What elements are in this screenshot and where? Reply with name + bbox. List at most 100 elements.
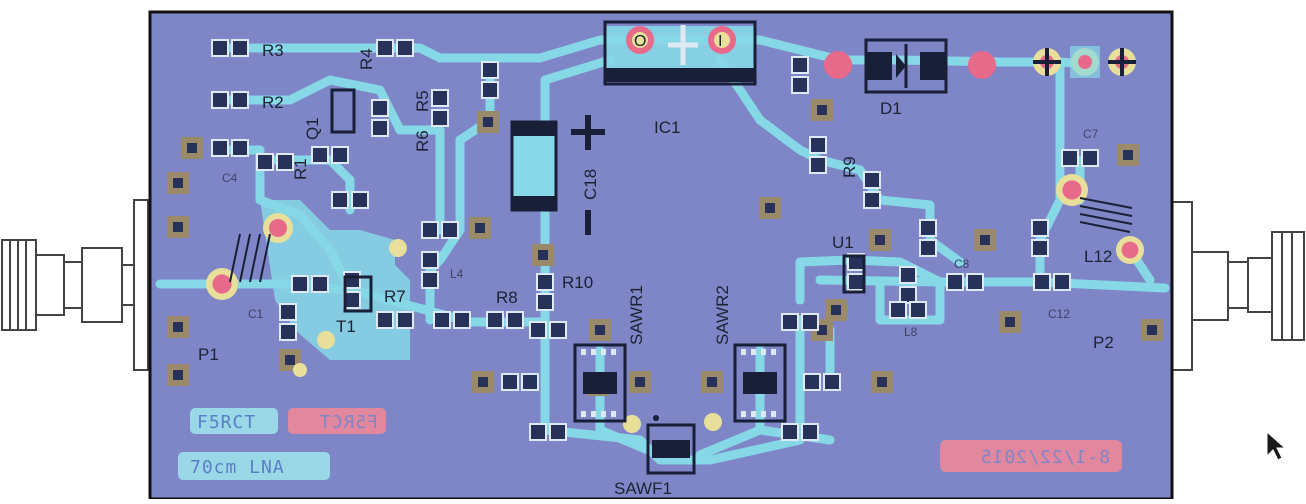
smd-pad [791, 56, 809, 74]
label-ic1: IC1 [654, 118, 680, 137]
ic1-package: O I [603, 20, 757, 86]
smd-pad [1031, 239, 1049, 257]
via [293, 363, 307, 377]
smd-pad [441, 221, 459, 239]
smd-pad [1031, 219, 1049, 237]
smd-pad [211, 91, 229, 109]
label-r10: R10 [562, 273, 593, 292]
label-c18: C18 [581, 169, 600, 200]
through-hole-drill [538, 250, 548, 260]
smd-pad [1053, 273, 1071, 291]
saw-pin [761, 411, 766, 417]
smd-pad [1081, 149, 1099, 167]
smd-pad [276, 153, 294, 171]
via [389, 239, 407, 257]
ground-pour [260, 200, 410, 360]
silk-date-text: 8-1/22/2015 [980, 447, 1110, 468]
smd-pad [453, 311, 471, 329]
saw-pin [771, 411, 776, 417]
saw-pin [751, 349, 756, 355]
via-drill [269, 219, 287, 237]
label-c4: C4 [222, 171, 238, 185]
sawf1-package [646, 415, 696, 475]
label-p1: P1 [198, 345, 219, 364]
smd-pad [279, 323, 297, 341]
smd-pad [946, 273, 964, 291]
smd-pad [351, 191, 369, 209]
through-hole-drill [173, 370, 183, 380]
label-c7: C7 [1083, 127, 1099, 141]
label-q1: Q1 [303, 117, 322, 140]
smd-pad [231, 39, 249, 57]
smd-pad [529, 321, 547, 339]
label-sawr1: SAWR1 [627, 285, 646, 345]
label-r9: R9 [840, 156, 859, 178]
c18-capacitor [510, 115, 605, 235]
smd-pad [889, 301, 907, 319]
label-l4: L4 [450, 267, 464, 281]
u1-outline [842, 254, 866, 294]
label-r6: R6 [413, 130, 432, 152]
smd-pad [506, 311, 524, 329]
through-hole-drill [173, 222, 183, 232]
through-hole-drill [173, 178, 183, 188]
saw-pin [581, 349, 586, 355]
smd-pad [781, 423, 799, 441]
saw-pin [611, 411, 616, 417]
label-sawr2: SAWR2 [713, 285, 732, 345]
t1-outline [343, 275, 373, 313]
smd-pad [536, 273, 554, 291]
saw-pin [601, 411, 606, 417]
component-labels: R3 R2 R4 R5 R6 R1 Q1 C4 IC1 C18 D1 C7 R9… [198, 41, 1114, 498]
through-hole-drill [877, 377, 887, 387]
smd-pad [421, 271, 439, 289]
sma-connector-left [1, 199, 149, 371]
via-drill [1062, 180, 1082, 200]
through-hole-drill [1147, 325, 1157, 335]
through-hole-drill [483, 117, 493, 127]
silk-author-mirrored-text: F5RCT [319, 412, 378, 433]
through-hole-drill [187, 143, 197, 153]
smd-pad [396, 39, 414, 57]
through-hole-drill [173, 322, 183, 332]
sawr1-package [573, 343, 627, 423]
smd-pad [371, 99, 389, 117]
smd-pad [803, 373, 821, 391]
through-hole-pads [167, 99, 1163, 396]
through-hole-drill [635, 377, 645, 387]
label-r4: R4 [357, 48, 376, 70]
smd-pad [311, 275, 329, 293]
smd-pad [433, 311, 451, 329]
through-hole-drill [595, 325, 605, 335]
smd-pad [529, 423, 547, 441]
smd-pad [549, 423, 567, 441]
via-drill [1121, 241, 1139, 259]
through-hole-drill [765, 203, 775, 213]
saw-pin [591, 349, 596, 355]
label-c1: C1 [248, 307, 264, 321]
ic1-pin-in: O [634, 33, 646, 50]
label-r5: R5 [413, 90, 432, 112]
label-r1: R1 [291, 158, 310, 180]
smd-pad [536, 293, 554, 311]
label-r7: R7 [384, 287, 406, 306]
via [623, 415, 641, 433]
smd-pad [781, 313, 799, 331]
smd-pad [279, 303, 297, 321]
sawr2-package [733, 343, 787, 423]
smd-pad [899, 266, 917, 284]
smd-pad [1033, 273, 1051, 291]
smd-pad [376, 311, 394, 329]
label-l12: L12 [1084, 247, 1112, 266]
inductor-l12-hatch [1079, 197, 1133, 233]
silkscreen-author: F5RCT [190, 408, 278, 434]
smd-pad [256, 153, 274, 171]
label-c12: C12 [1048, 307, 1070, 321]
smd-pad [311, 146, 329, 164]
smd-pad [396, 311, 414, 329]
vias [206, 174, 1144, 433]
through-hole-drill [285, 355, 295, 365]
smd-pad [231, 139, 249, 157]
